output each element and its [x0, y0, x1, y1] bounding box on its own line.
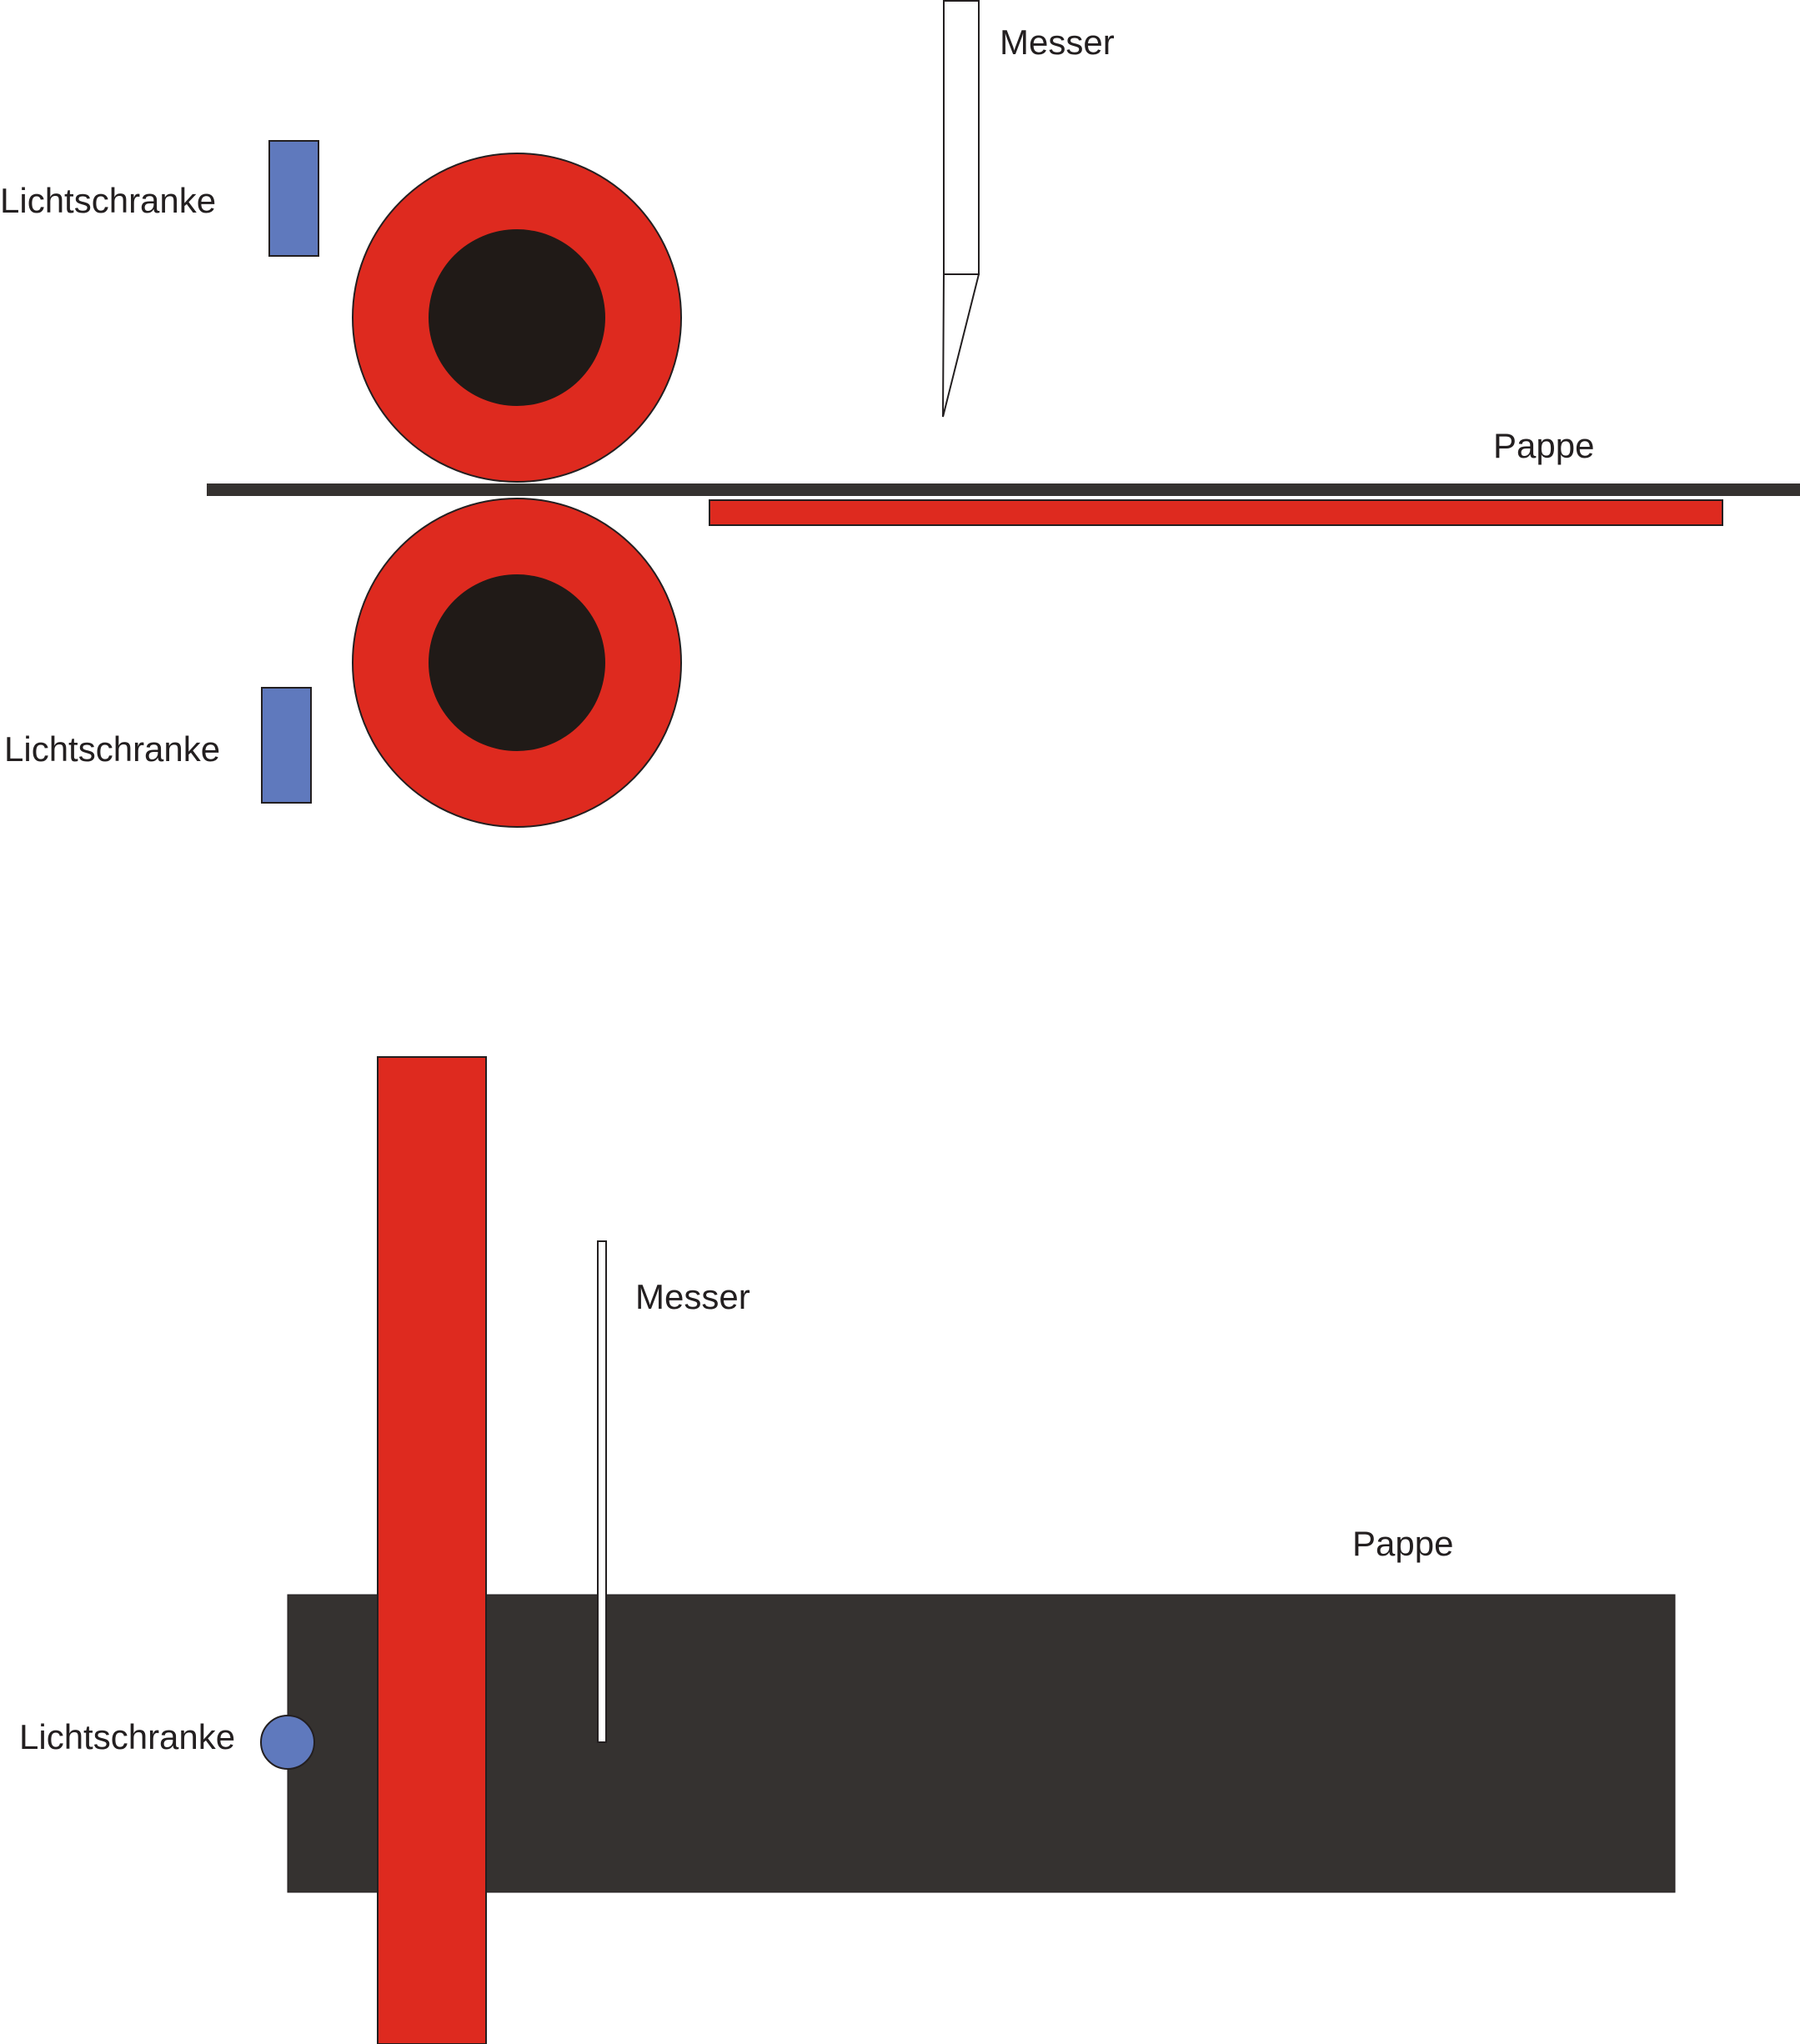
roller-top-view [377, 1056, 487, 2044]
top-view: Pappe Messer Lichtschranke [19, 1056, 1676, 2044]
knife-side [942, 0, 980, 418]
roller-top [352, 153, 682, 483]
knife-label-side: Messer [1000, 23, 1115, 62]
light-barrier-top-label: Lichtschranke [0, 181, 216, 220]
light-barrier-bottom-label: Lichtschranke [4, 729, 220, 769]
light-barrier-top-view [260, 1715, 315, 1770]
knife-label-top: Messer [635, 1277, 750, 1316]
support-bar-side [709, 499, 1723, 526]
cardboard-side [207, 483, 1800, 496]
cardboard-top [287, 1594, 1676, 1893]
light-barrier-top [268, 140, 319, 257]
roller-bottom [352, 498, 682, 828]
cardboard-label-top: Pappe [1352, 1524, 1453, 1563]
side-view: Messer Lichtschranke Pappe Lichtschranke [0, 0, 1800, 828]
knife-top [597, 1240, 607, 1743]
light-barrier-label-top-view: Lichtschranke [19, 1717, 235, 1756]
cardboard-label-side: Pappe [1493, 426, 1594, 465]
light-barrier-bottom [261, 687, 312, 804]
